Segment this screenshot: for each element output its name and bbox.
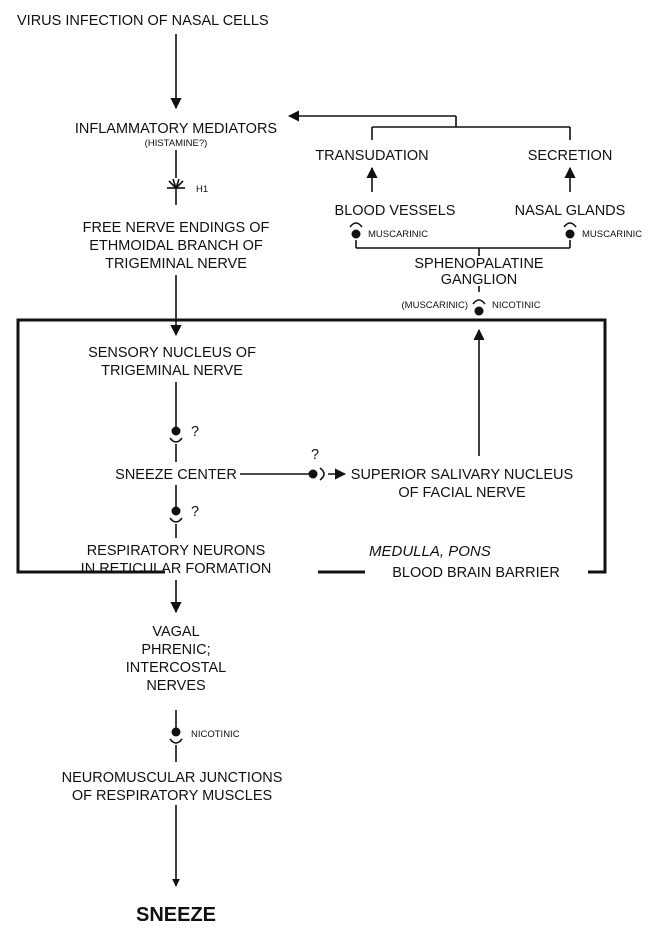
node-phrenic: PHRENIC; [141, 642, 210, 658]
node-salivary-2: OF FACIAL NERVE [398, 485, 526, 501]
node-salivary-1: SUPERIOR SALIVARY NUCLEUS [351, 467, 573, 483]
question-mark-3: ? [311, 447, 319, 463]
synapse-icon-3 [169, 727, 183, 744]
blood-brain-barrier-box [16, 318, 607, 574]
question-mark-2: ? [191, 504, 199, 520]
synapse-icon-muscarinic-left [349, 222, 363, 239]
synapse-icon-horizontal [308, 467, 325, 481]
node-nerves: NERVES [146, 678, 205, 694]
h1-receptor-icon [167, 178, 185, 205]
receptor-muscarinic-right: MUSCARINIC [582, 229, 642, 240]
node-nmj-1: NEUROMUSCULAR JUNCTIONS [62, 770, 283, 786]
node-histamine: (HISTAMINE?) [145, 138, 208, 149]
node-sneeze: SNEEZE [136, 904, 216, 926]
node-free-nerve-3: TRIGEMINAL NERVE [105, 256, 247, 272]
node-inflammatory-mediators: INFLAMMATORY MEDIATORS [75, 121, 277, 137]
node-nasal-glands: NASAL GLANDS [515, 203, 626, 219]
receptor-muscarinic-left: MUSCARINIC [368, 229, 428, 240]
receptor-muscarinic-paren: (MUSCARINIC) [402, 300, 469, 311]
node-ganglion: GANGLION [441, 272, 518, 288]
node-intercostal: INTERCOSTAL [126, 660, 226, 676]
node-vagal: VAGAL [152, 624, 199, 640]
synapse-icon-ganglion [472, 299, 486, 316]
node-secretion: SECRETION [528, 148, 613, 164]
node-transudation: TRANSUDATION [315, 148, 428, 164]
receptor-h1-label: H1 [196, 184, 208, 195]
receptor-nicotinic-nmj: NICOTINIC [191, 729, 240, 740]
node-sensory-2: TRIGEMINAL NERVE [101, 363, 243, 379]
node-respiratory-2: IN RETICULAR FORMATION [81, 561, 272, 577]
node-nmj-2: OF RESPIRATORY MUSCLES [72, 788, 272, 804]
synapse-icon-1 [169, 426, 183, 443]
receptor-nicotinic-ganglion: NICOTINIC [492, 300, 541, 311]
node-free-nerve-1: FREE NERVE ENDINGS OF [83, 220, 270, 236]
synapse-icon-muscarinic-right [563, 222, 577, 239]
node-sphenopalatine: SPHENOPALATINE [414, 256, 544, 272]
node-virus-infection: VIRUS INFECTION OF NASAL CELLS [17, 13, 269, 29]
label-medulla-pons: MEDULLA, PONS [369, 543, 491, 560]
node-free-nerve-2: ETHMOIDAL BRANCH OF [89, 238, 263, 254]
question-mark-1: ? [191, 424, 199, 440]
synapse-icon-2 [169, 506, 183, 523]
label-blood-brain-barrier: BLOOD BRAIN BARRIER [392, 565, 560, 581]
node-sensory-1: SENSORY NUCLEUS OF [88, 345, 256, 361]
node-respiratory-1: RESPIRATORY NEURONS [87, 543, 266, 559]
node-blood-vessels: BLOOD VESSELS [335, 203, 456, 219]
node-sneeze-center: SNEEZE CENTER [115, 467, 237, 483]
